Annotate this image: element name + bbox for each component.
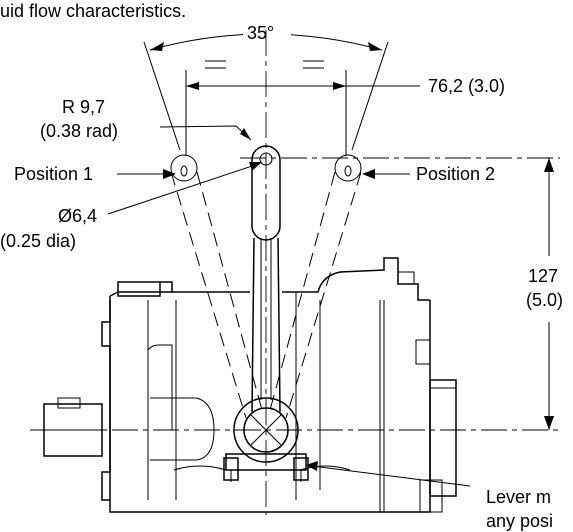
- angle-dimension: 35°: [143, 20, 389, 151]
- note-line-2: any posi: [486, 511, 553, 531]
- height-dimension: 127 (5.0): [526, 158, 563, 430]
- control-lever: [251, 145, 281, 413]
- radius-mm-label: R 9,7: [62, 97, 105, 117]
- lever-position-2: [269, 154, 362, 419]
- position-2-label: Position 2: [416, 164, 495, 184]
- pump-body: [43, 257, 457, 513]
- equal-marks: [205, 60, 324, 69]
- hole-in-label: (0.25 dia): [0, 231, 76, 251]
- height-mm-label: 127: [528, 266, 558, 286]
- height-in-label: (5.0): [526, 290, 563, 310]
- position-1-label: Position 1: [14, 164, 93, 184]
- hole-mm-label: Ø6,4: [58, 206, 97, 226]
- radius-in-label: (0.38 rad): [40, 121, 118, 141]
- caption-fragment: uid flow characteristics.: [0, 1, 186, 21]
- note-line-1: Lever m: [486, 487, 551, 507]
- lever-pivot-hub: [223, 397, 309, 482]
- spacing-dimension: 76,2 (3.0): [185, 70, 505, 156]
- lever-note: Lever m any posi: [306, 461, 553, 531]
- spacing-label: 76,2 (3.0): [428, 76, 505, 96]
- lever-position-1: [170, 154, 263, 419]
- angle-label: 35°: [247, 23, 274, 43]
